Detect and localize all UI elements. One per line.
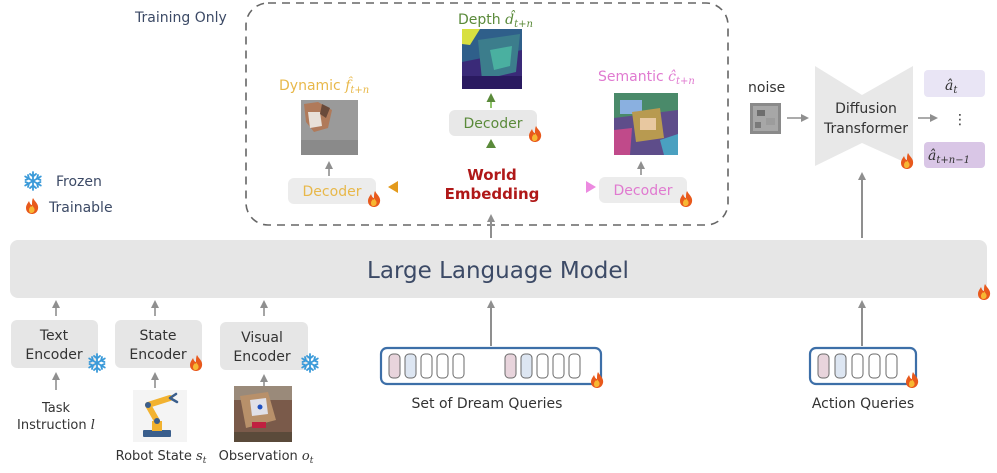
action-queries-label: Action Queries [812, 396, 914, 412]
query-token [851, 353, 864, 379]
depth-decoder-label: Decoder [464, 116, 523, 132]
visual-encoder-line2: Encoder [233, 349, 290, 365]
task-line1: Task [41, 401, 71, 416]
query-token [885, 353, 898, 379]
depth-map-image [462, 29, 522, 89]
arrowhead [586, 181, 596, 193]
query-token [552, 353, 565, 379]
state-encoder-line2: Encoder [129, 347, 186, 363]
diffusion-transformer-right [862, 66, 913, 166]
world-embedding-line1: World [467, 166, 517, 184]
flame-icon [26, 198, 39, 214]
noise-label: noise [748, 80, 785, 96]
query-token [817, 353, 830, 379]
semantic-decoder-box [599, 177, 687, 203]
action-first-label: ât [945, 78, 958, 96]
query-token [536, 353, 549, 379]
text-encoder-line2: Encoder [25, 347, 82, 363]
dynamic-map-image [301, 100, 358, 155]
noise-image-icon [750, 103, 781, 134]
dream-query-tokens [388, 353, 581, 379]
world-embedding-line2: Embedding [445, 185, 540, 203]
query-token [568, 353, 581, 379]
query-token [436, 353, 449, 379]
action-query-tokens [817, 353, 898, 379]
llm-label: Large Language Model [367, 258, 629, 284]
arrowhead [388, 181, 398, 193]
query-token [520, 353, 533, 379]
dit-line1: Diffusion [835, 101, 897, 117]
robot-state-label: Robot State st [116, 449, 207, 466]
observation-label: Observation ot [219, 449, 314, 466]
depth-decoder-box [449, 110, 537, 136]
query-token [404, 353, 417, 379]
dynamic-decoder-label: Decoder [303, 184, 362, 200]
legend-trainable-label: Trainable [48, 200, 113, 216]
semantic-decoder-label: Decoder [614, 183, 673, 199]
llm-bar [10, 240, 987, 298]
query-token [452, 353, 465, 379]
observation-image [234, 386, 292, 442]
visual-encoder-box [220, 322, 308, 370]
task-line2: Instruction l [17, 418, 95, 433]
robot-arm-icon [133, 390, 187, 442]
visual-encoder-line1: Visual [241, 330, 283, 346]
state-encoder-box [115, 320, 202, 368]
training-only-label: Training Only [134, 10, 227, 26]
diffusion-transformer-left [815, 66, 862, 166]
query-token [868, 353, 881, 379]
legend-frozen-label: Frozen [56, 174, 102, 190]
semantic-map-image [614, 93, 678, 155]
depth-label: Depth d̂t+n [458, 9, 533, 30]
dit-line2: Transformer [823, 121, 908, 137]
text-encoder-box [11, 320, 98, 368]
semantic-label: Semantic ĉt+n [598, 69, 695, 87]
training-only-region [245, 2, 729, 226]
snowflake-icon [24, 171, 42, 191]
dream-queries-label: Set of Dream Queries [412, 396, 563, 412]
dynamic-label: Dynamic f̂t+n [279, 76, 369, 96]
state-encoder-line1: State [139, 328, 176, 344]
action-first-box [924, 70, 985, 97]
arrowhead [486, 139, 496, 148]
action-ellipsis: ⋮ [953, 112, 967, 128]
action-last-label: ât+n−1 [928, 148, 970, 166]
text-encoder-line1: Text [39, 328, 69, 344]
query-token [420, 353, 433, 379]
dynamic-decoder-box [288, 178, 376, 204]
action-last-box [924, 142, 985, 168]
query-token [388, 353, 401, 379]
query-token [834, 353, 847, 379]
query-token [504, 353, 517, 379]
